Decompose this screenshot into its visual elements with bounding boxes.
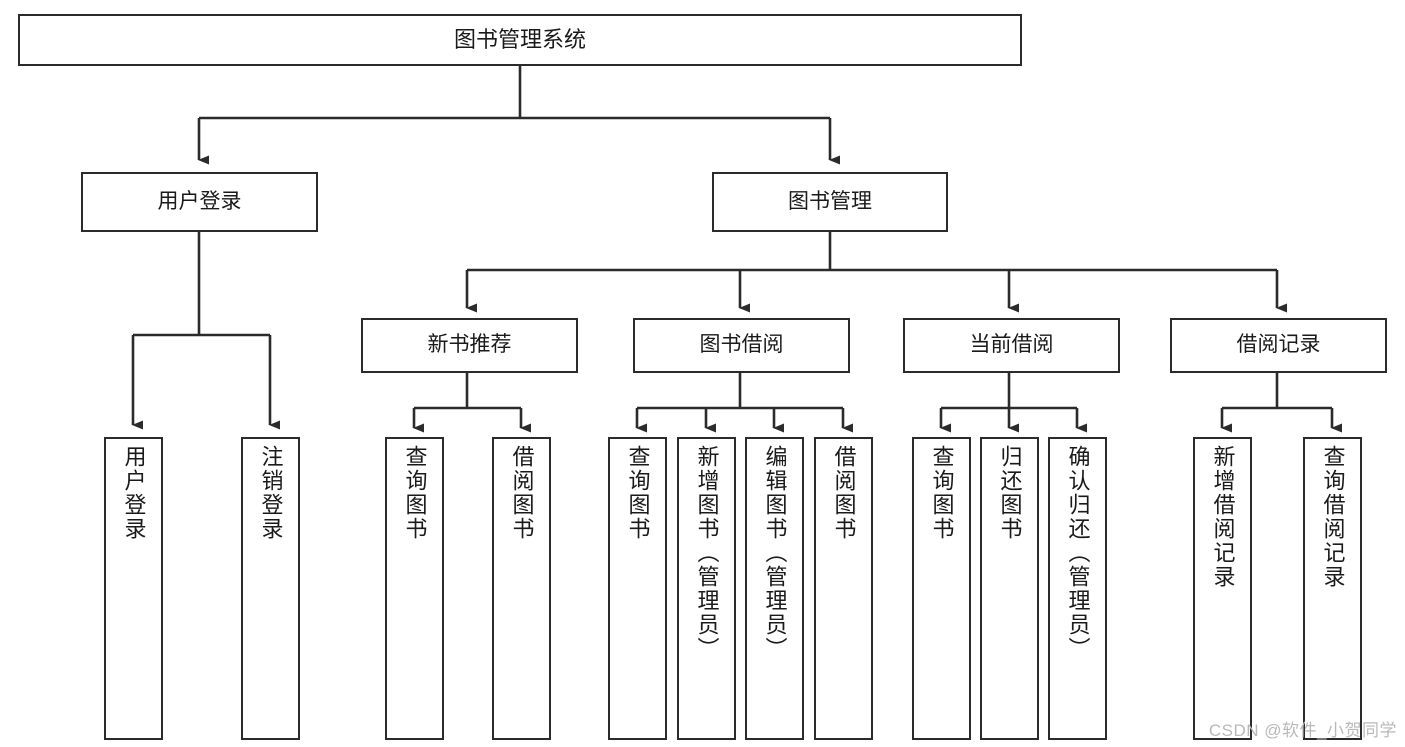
node-label: 查询图书 <box>402 445 428 541</box>
node-label: 借阅记录 <box>1236 333 1321 357</box>
node-borrow-record[interactable]: 借阅记录 <box>1170 318 1387 373</box>
node-label: 用户登录 <box>157 189 242 213</box>
node-new-book-recommend[interactable]: 新书推荐 <box>361 318 578 373</box>
leaf-query-borrow-record[interactable]: 查询借阅记录 <box>1303 437 1362 740</box>
node-label: 查询借阅记录 <box>1320 445 1346 589</box>
leaf-query-book-current[interactable]: 查询图书 <box>912 437 971 740</box>
leaf-confirm-return-admin[interactable]: 确认归还（管理员） <box>1048 437 1107 740</box>
node-label: 归还图书 <box>997 445 1023 541</box>
node-label: 图书管理 <box>788 189 872 213</box>
node-label: 新增图书（管理员） <box>694 445 720 661</box>
node-label: 查询图书 <box>625 445 651 541</box>
leaf-edit-book-admin[interactable]: 编辑图书（管理员） <box>745 437 804 740</box>
leaf-add-borrow-record[interactable]: 新增借阅记录 <box>1193 437 1252 740</box>
node-label: 用户登录 <box>121 445 147 541</box>
leaf-add-book-admin[interactable]: 新增图书（管理员） <box>677 437 736 740</box>
leaf-logout-login[interactable]: 注销登录 <box>241 437 300 740</box>
node-root-book-management-system[interactable]: 图书管理系统 <box>18 14 1022 66</box>
node-label: 确认归还（管理员） <box>1065 445 1091 661</box>
leaf-query-book-borrow[interactable]: 查询图书 <box>608 437 667 740</box>
node-label: 编辑图书（管理员） <box>762 445 788 661</box>
leaf-borrow-book-recommend[interactable]: 借阅图书 <box>492 437 551 740</box>
leaf-return-book[interactable]: 归还图书 <box>980 437 1039 740</box>
csdn-watermark: CSDN @软件_小贺同学 <box>1208 721 1397 740</box>
node-current-borrow[interactable]: 当前借阅 <box>903 318 1120 373</box>
leaf-user-login[interactable]: 用户登录 <box>104 437 163 740</box>
node-user-login[interactable]: 用户登录 <box>81 172 318 232</box>
node-label: 当前借阅 <box>969 333 1054 357</box>
node-book-borrow[interactable]: 图书借阅 <box>633 318 850 373</box>
node-book-management[interactable]: 图书管理 <box>712 172 948 232</box>
leaf-borrow-book[interactable]: 借阅图书 <box>814 437 873 740</box>
node-label: 图书管理系统 <box>453 27 586 53</box>
node-label: 借阅图书 <box>509 445 535 541</box>
leaf-query-book-recommend[interactable]: 查询图书 <box>385 437 444 740</box>
node-label: 图书借阅 <box>699 333 784 357</box>
node-label: 查询图书 <box>929 445 955 541</box>
node-label: 新增借阅记录 <box>1210 445 1236 589</box>
node-label: 新书推荐 <box>427 333 512 357</box>
node-label: 注销登录 <box>258 445 284 541</box>
node-label: 借阅图书 <box>831 445 857 541</box>
